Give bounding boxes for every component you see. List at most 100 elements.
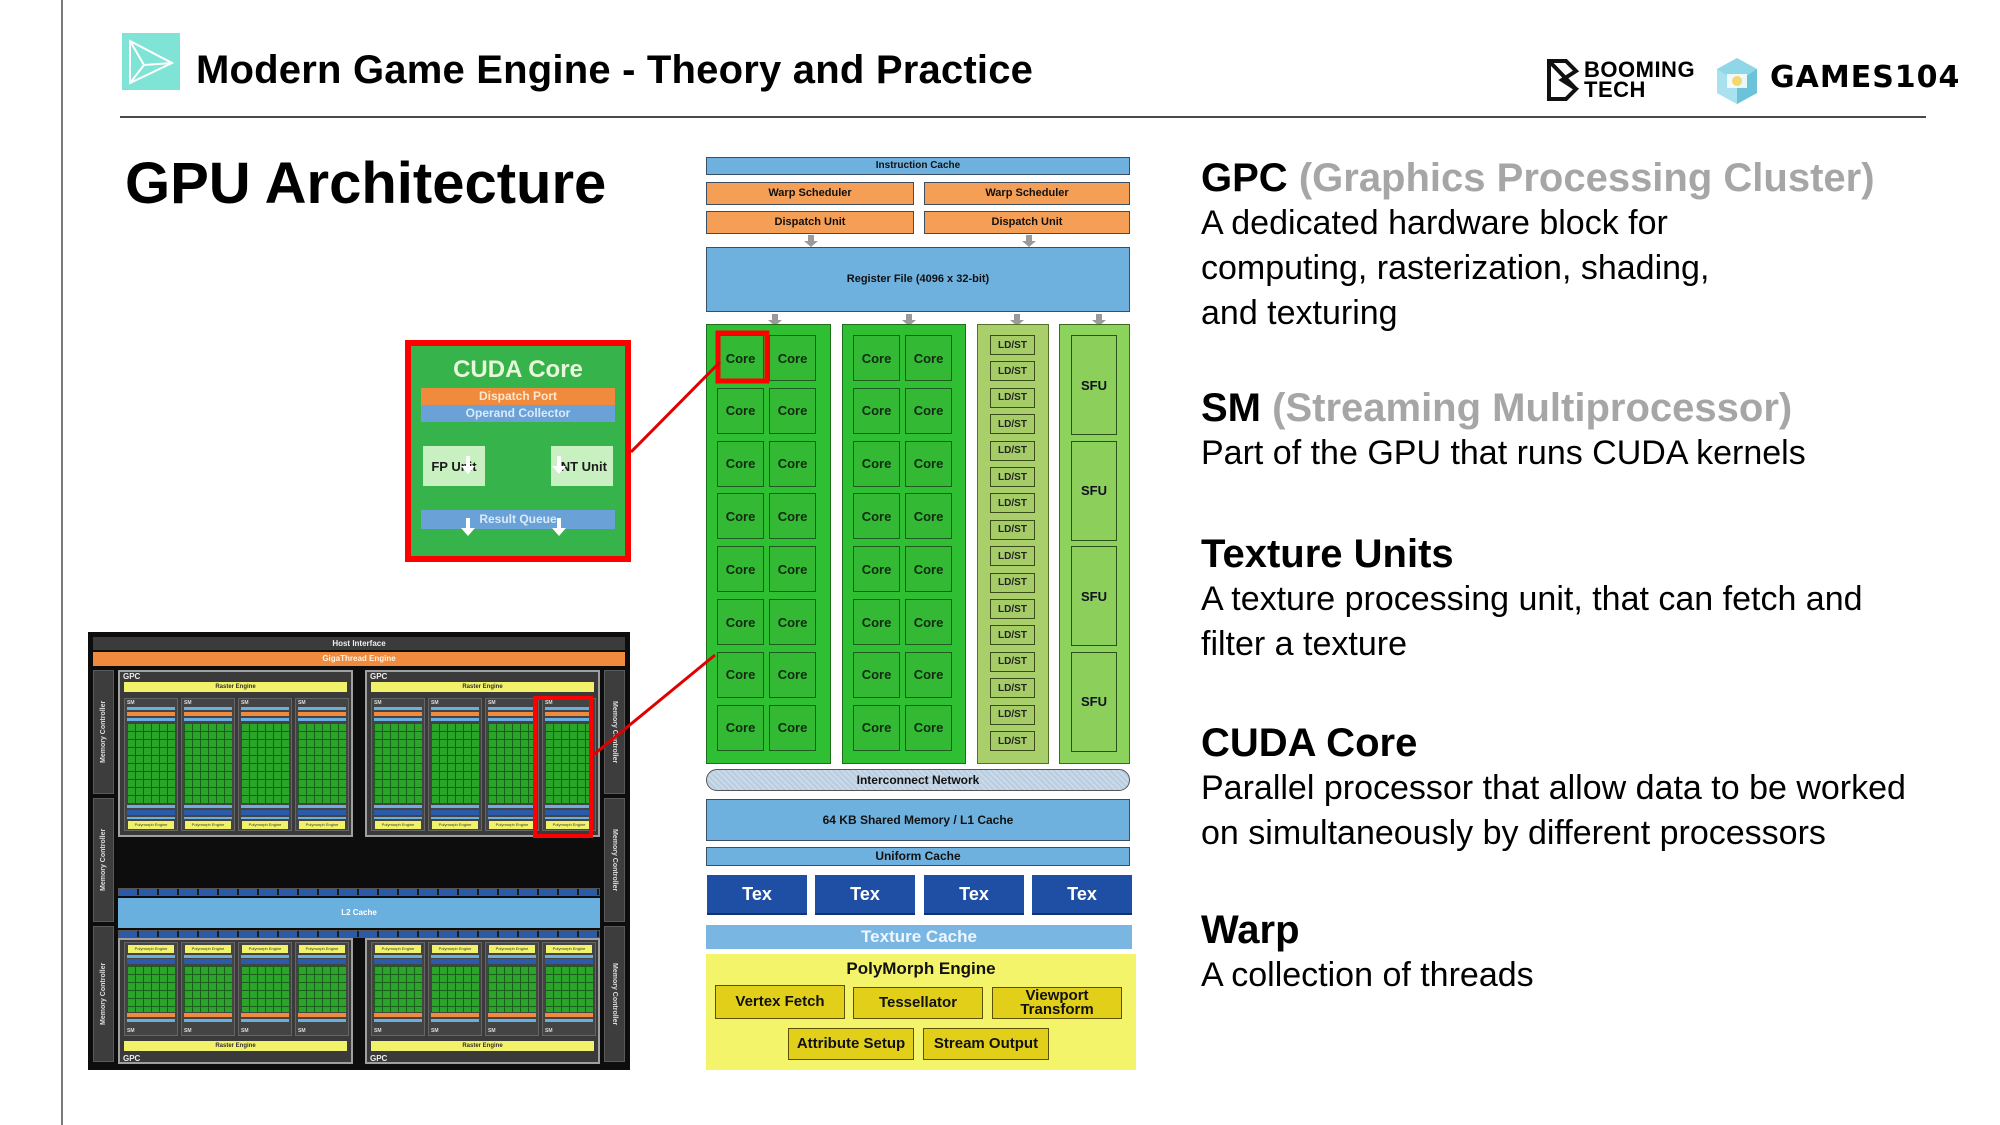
sm-bar: [488, 718, 536, 721]
sm-bar: [431, 718, 479, 721]
sm-bar: [431, 712, 479, 716]
core-unit: Core: [905, 387, 952, 434]
ldst-unit: LD/ST: [990, 440, 1035, 461]
sm-core-grid: [184, 723, 232, 803]
sm-bar: [298, 817, 346, 819]
definition-term: Texture Units: [1201, 532, 1454, 576]
ldst-unit: LD/ST: [990, 704, 1035, 725]
sm-block: SM Polymorph Engine: [485, 698, 539, 831]
shared-memory-l1-cache: 64 KB Shared Memory / L1 Cache: [706, 799, 1130, 841]
sm-core-grid: [545, 966, 593, 1012]
definition-term: Warp: [1201, 908, 1300, 952]
polymorph-engine-mini: Polymorph Engine: [299, 945, 345, 953]
sm-bar: [488, 810, 536, 815]
play-triangle-icon: [122, 33, 180, 90]
sm-bar: [298, 810, 346, 815]
sm-bar: [431, 955, 479, 958]
sm-bar: [431, 805, 479, 808]
definition-gpc: GPC (Graphics Processing Cluster) A dedi…: [1201, 155, 1875, 336]
sm-bar: [488, 712, 536, 716]
sm-bar: [545, 805, 593, 808]
core-unit: Core: [769, 335, 816, 381]
sm-label: SM: [241, 1028, 249, 1034]
page-heading: GPU Architecture: [125, 151, 607, 216]
sm-bar: [184, 712, 232, 716]
dispatch-unit: Dispatch Unit: [706, 211, 914, 234]
polymorph-engine-mini: Polymorph Engine: [432, 945, 478, 953]
instruction-cache: Instruction Cache: [706, 157, 1130, 175]
definition-warp: Warp A collection of threads: [1201, 907, 1534, 998]
sm-label: SM: [545, 1028, 553, 1034]
sm-label: SM: [298, 700, 306, 706]
ldst-unit: LD/ST: [990, 731, 1035, 751]
polymorph-engine: PolyMorph Engine Vertex Fetch Tessellato…: [706, 954, 1136, 1070]
sm-bar: [545, 712, 593, 716]
sm-bar: [298, 955, 346, 958]
raster-engine: Raster Engine: [371, 1041, 594, 1051]
definition-sm: SM (Streaming Multiprocessor) Part of th…: [1201, 385, 1806, 476]
core-unit: Core: [905, 493, 952, 540]
ldst-unit: LD/ST: [990, 546, 1035, 567]
result-queue: Result Queue: [421, 510, 615, 529]
sm-bar: [488, 707, 536, 710]
raster-engine: Raster Engine: [124, 1041, 347, 1051]
sm-bar: [545, 955, 593, 958]
register-file: Register File (4096 x 32-bit): [706, 247, 1130, 312]
sm-bar: [241, 955, 289, 958]
memory-controller: Memory Controller: [604, 798, 625, 922]
core-unit: Core: [853, 440, 900, 487]
polymorph-engine-mini: Polymorph Engine: [489, 821, 535, 829]
sm-core-grid: [374, 723, 422, 803]
sm-core-grid: [374, 966, 422, 1012]
sm-label: SM: [488, 1028, 496, 1034]
sm-bar: [488, 1013, 536, 1017]
tex-unit: Tex: [707, 875, 807, 915]
warp-scheduler: Warp Scheduler: [924, 182, 1130, 205]
sm-bar: [184, 1013, 232, 1017]
sm-core-grid: [545, 723, 593, 803]
definition-cuda-core: CUDA Core Parallel processor that allow …: [1201, 720, 1906, 856]
ldst-unit: LD/ST: [990, 335, 1035, 355]
sm-bar: [127, 1013, 175, 1017]
polymorph-engine-mini: Polymorph Engine: [185, 945, 231, 953]
ldst-unit: LD/ST: [990, 599, 1035, 619]
cuda-core-inset: CUDA Core Dispatch Port Operand Collecto…: [405, 340, 631, 562]
sm-bar: [127, 707, 175, 710]
sm-bar: [184, 959, 232, 964]
sm-bar: [241, 1019, 289, 1022]
sm-bar: [488, 955, 536, 958]
core-unit: Core: [905, 546, 952, 593]
sm-bar: [241, 1013, 289, 1017]
polymorph-engine-mini: Polymorph Engine: [432, 821, 478, 829]
core-unit: Core: [717, 387, 764, 434]
tex-unit: Tex: [1032, 875, 1132, 915]
sm-core-grid: [127, 966, 175, 1012]
sm-bar: [431, 707, 479, 710]
gpc-label: GPC: [123, 1054, 141, 1063]
sm-core-grid: [241, 723, 289, 803]
sm-label: SM: [488, 700, 496, 706]
core-unit: Core: [853, 546, 900, 593]
sm-bar: [545, 810, 593, 815]
polymorph-engine-title: PolyMorph Engine: [846, 959, 996, 978]
core-unit: Core: [853, 335, 900, 381]
sm-core-grid: [431, 723, 479, 803]
sm-bar: [241, 810, 289, 815]
sfu-unit: SFU: [1071, 335, 1117, 435]
sm-bar: [241, 707, 289, 710]
polymorph-engine-mini: Polymorph Engine: [375, 821, 421, 829]
core-unit: Core: [905, 704, 952, 751]
raster-engine: Raster Engine: [371, 682, 594, 692]
sm-bar: [241, 718, 289, 721]
definition-desc: Part of the GPU that runs CUDA kernels: [1201, 434, 1806, 472]
core-unit: Core: [905, 599, 952, 645]
definition-term: SM: [1201, 386, 1261, 430]
core-unit: Core: [853, 651, 900, 698]
sm-bar: [127, 955, 175, 958]
